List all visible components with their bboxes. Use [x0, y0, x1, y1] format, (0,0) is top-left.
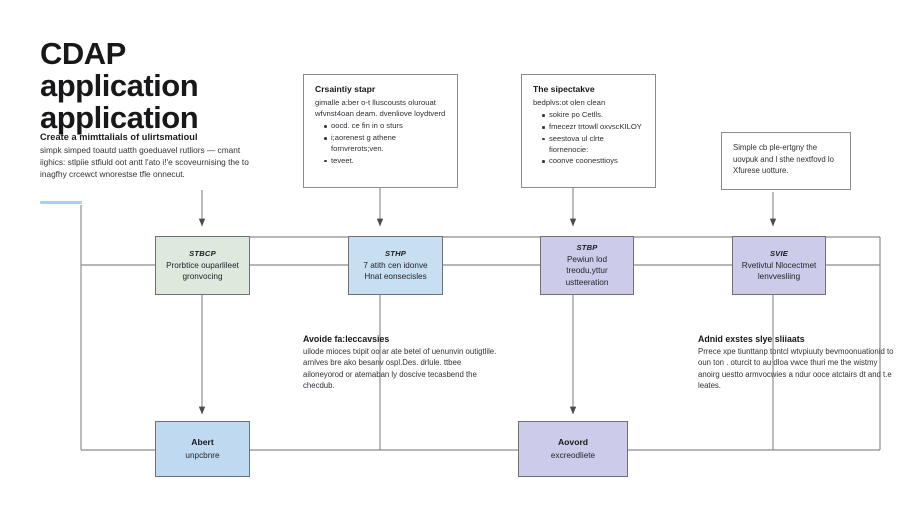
note-box-1: Crsaintiy stapr gimalle a:ber o-t llusco…	[303, 74, 458, 188]
note-lead: gimalle a:ber o-t lluscousts olurouat wf…	[315, 98, 446, 119]
intro-body: simpk simped toautd uatth goeduavel rutl…	[40, 145, 249, 180]
annotation-title: Avoide fa:leccavsies	[303, 334, 390, 344]
step-box-2[interactable]: STHP 7 atith cen idonve Hnat eonsecisles	[348, 236, 443, 295]
note-bullet: fmecezr trtowll oxvscKILOY	[542, 122, 644, 133]
step-kicker: SVIE	[769, 248, 789, 258]
step-box-3[interactable]: STBP Pewiun lod treodu,yttur ustteeratio…	[540, 236, 634, 295]
step-kicker: STHP	[384, 248, 407, 258]
title-line-1: CDAP	[40, 36, 126, 71]
outcome-title: Aovord	[557, 436, 589, 447]
annotation-1: Avoide fa:leccavsies uilode mioces txipi…	[303, 334, 503, 392]
note-bullet: sokire po Cetlls.	[542, 110, 644, 121]
outcome-text: unpcbnre	[185, 450, 220, 460]
step-kicker: STBCP	[189, 248, 216, 258]
step-text: 7 atith cen idonve Hnat eonsecisles	[363, 260, 428, 281]
note-text: Simple cb ple-ertgny the uovpuk and l st…	[733, 143, 834, 176]
annotation-body: uilode mioces txipit oo ar ate betel of …	[303, 347, 497, 391]
step-text: Prorbtice ouparlileet gronvocing	[166, 260, 239, 281]
note-bullet: oocd. ce fin in o sturs	[324, 121, 446, 132]
annotation-2: Adnid exstes slye sliiaats Prrece xpe ti…	[698, 334, 898, 392]
note-bullet: seestova ul clrte fiornenocie:	[542, 134, 644, 156]
note-bullet: teveet.	[324, 156, 446, 167]
note-lead: bedplvs:ot olen clean	[533, 98, 606, 107]
outcome-box-2[interactable]: Aovord excreodliete	[518, 421, 628, 477]
note-bullet-list: sokire po Cetlls. fmecezr trtowll oxvscK…	[533, 110, 644, 167]
note-box-2: The sipectakve bedplvs:ot olen clean sok…	[521, 74, 656, 188]
annotation-body: Prrece xpe tiunttanp tontcl wtvpiuuty be…	[698, 347, 894, 391]
title-line-3: application	[40, 100, 199, 136]
note-title: The sipectakve	[533, 84, 595, 94]
step-text: Rvetivtul Nlocectmet lenvvesliing	[741, 260, 817, 281]
note-bullet: i;aorenest g athene fornvrerots;ven.	[324, 133, 446, 155]
note-bullet-list: oocd. ce fin in o sturs i;aorenest g ath…	[315, 121, 446, 166]
intro-block: Create a mimttalials of ulirtsmatioul si…	[40, 132, 258, 180]
note-bullet: coonve coonesttioys	[542, 156, 644, 167]
step-text: Pewiun lod treodu,yttur ustteeration	[565, 255, 609, 287]
step-kicker: STBP	[576, 243, 598, 253]
outcome-box-1[interactable]: Abert unpcbnre	[155, 421, 250, 477]
outcome-title: Abert	[191, 436, 214, 447]
outcome-text: excreodliete	[550, 450, 596, 460]
page-title: CDAP application application	[40, 36, 290, 136]
annotation-title: Adnid exstes slye sliiaats	[698, 334, 805, 344]
note-title: Crsaintiy stapr	[315, 84, 376, 94]
title-line-2: application	[40, 68, 199, 104]
note-box-3: Simple cb ple-ertgny the uovpuk and l st…	[721, 132, 851, 190]
accent-rule	[40, 201, 82, 204]
step-box-1[interactable]: STBCP Prorbtice ouparlileet gronvocing	[155, 236, 250, 295]
intro-heading: Create a mimttalials of ulirtsmatioul	[40, 132, 198, 142]
step-box-4[interactable]: SVIE Rvetivtul Nlocectmet lenvvesliing	[732, 236, 826, 295]
